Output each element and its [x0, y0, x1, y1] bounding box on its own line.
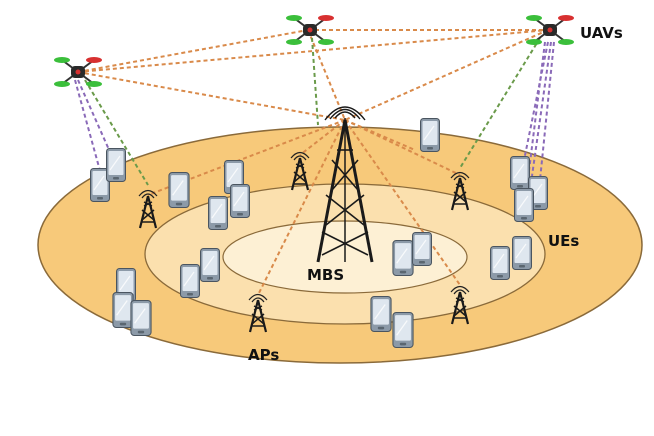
uav-drone-icon — [54, 56, 102, 88]
smartphone-icon — [490, 246, 510, 280]
aps-label: APs — [248, 346, 279, 364]
smartphone-icon — [106, 148, 126, 182]
smartphone-icon — [420, 118, 440, 152]
mbs-label: MBS — [307, 266, 344, 284]
smartphone-icon — [392, 240, 414, 276]
ues-label: UEs — [548, 232, 579, 250]
smartphone-icon — [180, 264, 200, 298]
smartphone-icon — [412, 232, 432, 266]
smartphone-icon — [512, 236, 532, 270]
smartphone-icon — [168, 172, 190, 208]
smartphone-icon — [392, 312, 414, 348]
smartphone-icon — [514, 188, 534, 222]
smartphone-icon — [130, 300, 152, 336]
smartphone-icon — [112, 292, 134, 328]
mbs-tower — [316, 106, 374, 263]
uavs-label: UAVs — [580, 24, 623, 42]
smartphone-icon — [230, 184, 250, 218]
smartphone-icon — [200, 248, 220, 282]
smartphone-icon — [510, 156, 530, 190]
smartphone-icon — [208, 196, 228, 230]
uav-drone-icon — [286, 14, 334, 46]
smartphone-icon — [370, 296, 392, 332]
